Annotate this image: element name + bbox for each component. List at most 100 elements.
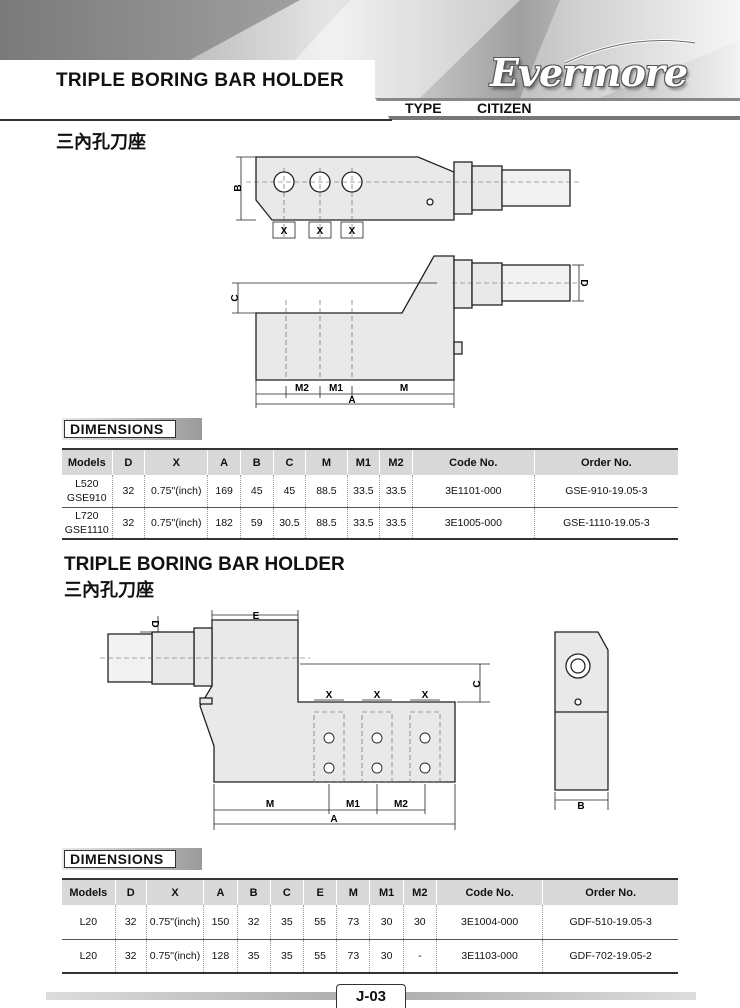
section2-title: TRIPLE BORING BAR HOLDER [64, 554, 345, 575]
column-header: C [272, 449, 306, 475]
cell-m2: - [402, 939, 437, 974]
model-name: L520 [75, 477, 99, 490]
column-header: M2 [379, 449, 413, 475]
cell-b: 32 [236, 905, 271, 940]
column-header: M [305, 449, 348, 475]
cell-m2: 33.5 [379, 475, 413, 508]
page-number-tab: J-03 [336, 984, 406, 1008]
section1-drawing: B X X X C D M2 M1 M A [230, 156, 589, 408]
model-name: GSE1110 [64, 523, 109, 536]
column-header: D [111, 449, 145, 475]
dimensions-label: DIMENSIONS [70, 851, 164, 867]
cell-a: 182 [207, 507, 241, 540]
header-background [0, 0, 740, 121]
dimensions-label: DIMENSIONS [70, 421, 164, 437]
column-header: M1 [346, 449, 380, 475]
column-header: X [145, 879, 204, 905]
cell-order: GDF-702-19.05-2 [542, 939, 678, 974]
label-m2: M2 [394, 799, 408, 810]
section1-chinese-title: 三內孔刀座 [56, 132, 146, 153]
column-header: M1 [369, 879, 404, 905]
label-e: E [253, 611, 260, 622]
cell-d: 32 [111, 475, 145, 508]
cell-m1: 30 [369, 939, 404, 974]
cell-m2: 33.5 [379, 507, 413, 540]
section2-drawing: E D C X X X M M1 M2 A B [100, 610, 609, 830]
cell-d: 32 [114, 905, 147, 940]
label-c: C [472, 680, 483, 687]
label-d: D [149, 620, 160, 627]
column-header: B [239, 449, 274, 475]
type-label: TYPE [405, 100, 442, 116]
cell-c: 35 [269, 905, 304, 940]
cell-b: 59 [239, 507, 274, 540]
page-title: TRIPLE BORING BAR HOLDER [56, 70, 344, 91]
column-header: Order No. [533, 449, 678, 475]
label-m: M [266, 799, 274, 810]
section2-dimensions-header: DIMENSIONS [62, 848, 202, 870]
column-header: E [302, 879, 337, 905]
cell-m1: 30 [369, 905, 404, 940]
cell-e: 55 [302, 939, 337, 974]
type-value: CITIZEN [477, 100, 532, 116]
brand-swoosh-icon [564, 39, 696, 65]
cell-order: GSE-910-19.05-3 [533, 475, 678, 508]
cell-order: GSE-1110-19.05-3 [533, 507, 678, 540]
label-a: A [330, 814, 337, 825]
cell-m: 88.5 [305, 475, 348, 508]
label-m: M [400, 383, 408, 394]
cell-code: 3E1004-000 [435, 905, 543, 940]
cell-m1: 33.5 [346, 507, 380, 540]
label-x-1: X [326, 690, 333, 701]
cell-x: 0.75"(inch) [145, 905, 204, 940]
cell-code: 3E1005-000 [411, 507, 535, 540]
column-header: A [203, 879, 238, 905]
column-header: Models [62, 879, 116, 905]
label-b: B [577, 801, 584, 812]
label-d: D [578, 279, 589, 286]
cell-model: L20 [62, 905, 116, 940]
column-header: Models [62, 449, 113, 475]
column-header: Order No. [542, 879, 678, 905]
cell-d: 32 [111, 507, 145, 540]
label-x-3: X [349, 226, 356, 237]
cell-c: 30.5 [272, 507, 306, 540]
cell-x: 0.75"(inch) [144, 475, 208, 508]
cell-a: 150 [203, 905, 238, 940]
cell-c: 35 [269, 939, 304, 974]
label-m2: M2 [295, 383, 309, 394]
label-m1: M1 [346, 799, 360, 810]
cell-code: 3E1101-000 [411, 475, 535, 508]
section1-dimensions-header: DIMENSIONS [62, 418, 202, 440]
cell-order: GDF-510-19.05-3 [542, 905, 678, 940]
column-header: D [114, 879, 147, 905]
cell-m: 73 [336, 939, 370, 974]
label-m1: M1 [329, 383, 343, 394]
column-header: B [236, 879, 271, 905]
label-c: C [230, 294, 241, 301]
cell-a: 169 [207, 475, 241, 508]
cell-x: 0.75"(inch) [145, 939, 204, 974]
cell-m1: 33.5 [346, 475, 380, 508]
page-number: J-03 [355, 988, 387, 1005]
cell-m: 73 [336, 905, 370, 940]
cell-a: 128 [203, 939, 238, 974]
label-a: A [348, 395, 355, 406]
column-header: Code No. [411, 449, 535, 475]
cell-model: L20 [62, 939, 116, 974]
column-header: Code No. [435, 879, 543, 905]
model-name: L720 [75, 509, 99, 522]
brand-logo: Evermore [490, 50, 688, 95]
cell-m: 88.5 [305, 507, 348, 540]
column-header: M2 [402, 879, 437, 905]
cell-e: 55 [302, 905, 337, 940]
